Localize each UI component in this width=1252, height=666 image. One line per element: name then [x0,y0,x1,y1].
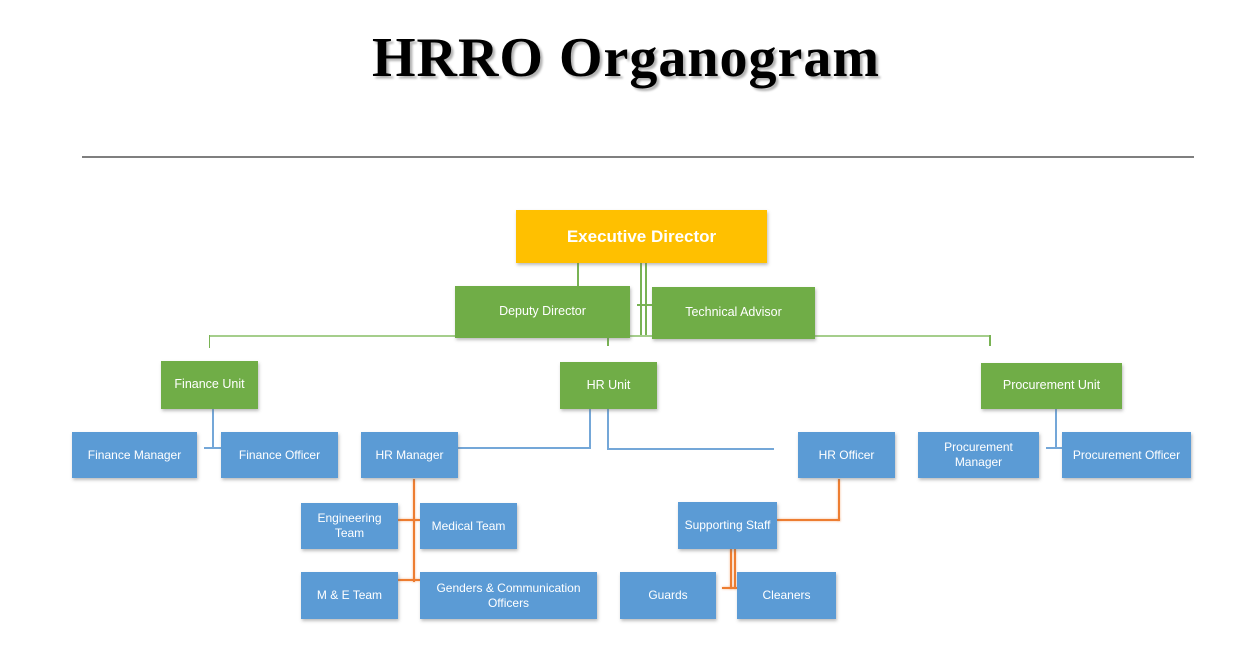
org-node-hr-officer: HR Officer [798,432,895,478]
org-node-deputy-director: Deputy Director [455,286,630,338]
org-node-hr-manager: HR Manager [361,432,458,478]
org-node-engineering-team: Engineering Team [301,503,398,549]
org-node-label: Procurement Manager [944,440,1013,469]
page-title: HRRO Organogram [371,27,881,89]
org-node-finance-officer: Finance Officer [221,432,338,478]
org-node-procurement-unit: Procurement Unit [981,363,1122,409]
connector-ed-technical-tick [637,304,652,306]
org-node-cleaners: Cleaners [737,572,836,619]
org-node-technical-advisor: Technical Advisor [652,287,815,339]
connector-hrmanager-teams-tick [397,519,420,521]
connector-hrofficer-stem [838,479,840,521]
org-node-label: Procurement Officer [1072,447,1181,462]
org-node-label: Genders & Communication Officers [436,580,581,610]
org-node-label: Finance Manager [87,447,182,462]
connector-hrofficer-support-arm [777,519,840,521]
connector-procurementunit-stem [1055,409,1057,449]
org-node-procurement-officer: Procurement Officer [1062,432,1191,478]
org-node-label: HR Manager [375,447,444,462]
org-node-label: Deputy Director [499,304,586,319]
connector-hrmanager-stem [412,479,415,582]
org-node-label: Executive Director [566,226,717,246]
connector-support-stem-left [729,549,732,589]
connector-ed-drop-left [640,262,642,336]
org-node-label: HR Officer [818,447,875,462]
connector-rail-procurement-drop [989,335,991,346]
connector-financeunit-stem [212,409,214,449]
org-node-executive-director: Executive Director [516,210,767,263]
connector-rail-finance-drop [208,335,210,348]
org-node-label: Procurement Unit [1002,378,1101,393]
org-node-label: Supporting Staff [684,518,771,532]
org-node-label: Cleaners [762,588,811,602]
org-node-label: M & E Team [316,588,383,602]
connector-ed-deputy [577,262,579,286]
org-node-finance-manager: Finance Manager [72,432,197,478]
connector-rail-hr-drop [607,337,609,346]
org-node-me-team: M & E Team [301,572,398,619]
org-node-hr-unit: HR Unit [560,362,657,409]
org-node-label: Engineering Team [317,511,382,540]
org-node-label: HR Unit [586,377,631,392]
org-node-label: Technical Advisor [685,305,782,320]
connector-hrunit-manager-stem [589,409,591,449]
org-node-label: Medical Team [431,518,506,533]
connector-hrunit-manager-arm [458,447,591,449]
connector-hrunit-officer-arm [607,448,774,450]
connector-procurementunit-endcap [1046,447,1066,449]
connector-support-stem-right [734,549,736,589]
connector-support-endcap [722,587,737,589]
org-node-procurement-manager: Procurement Manager [918,432,1039,478]
org-node-label: Finance Officer [238,447,321,462]
org-node-label: Finance Unit [174,377,245,392]
connector-ed-drop-right [645,262,647,336]
org-node-supporting-staff: Supporting Staff [678,502,777,549]
org-node-genders-communication-officers: Genders & Communication Officers [420,572,597,619]
connector-financeunit-endcap [204,447,222,449]
title-divider [82,156,1194,158]
org-node-medical-team: Medical Team [420,503,517,549]
connector-hrmanager-lower-tick [397,579,421,581]
org-node-finance-unit: Finance Unit [161,361,258,409]
connector-hrunit-officer-stem [607,409,609,450]
org-node-guards: Guards [620,572,716,619]
org-node-label: Guards [648,588,688,602]
